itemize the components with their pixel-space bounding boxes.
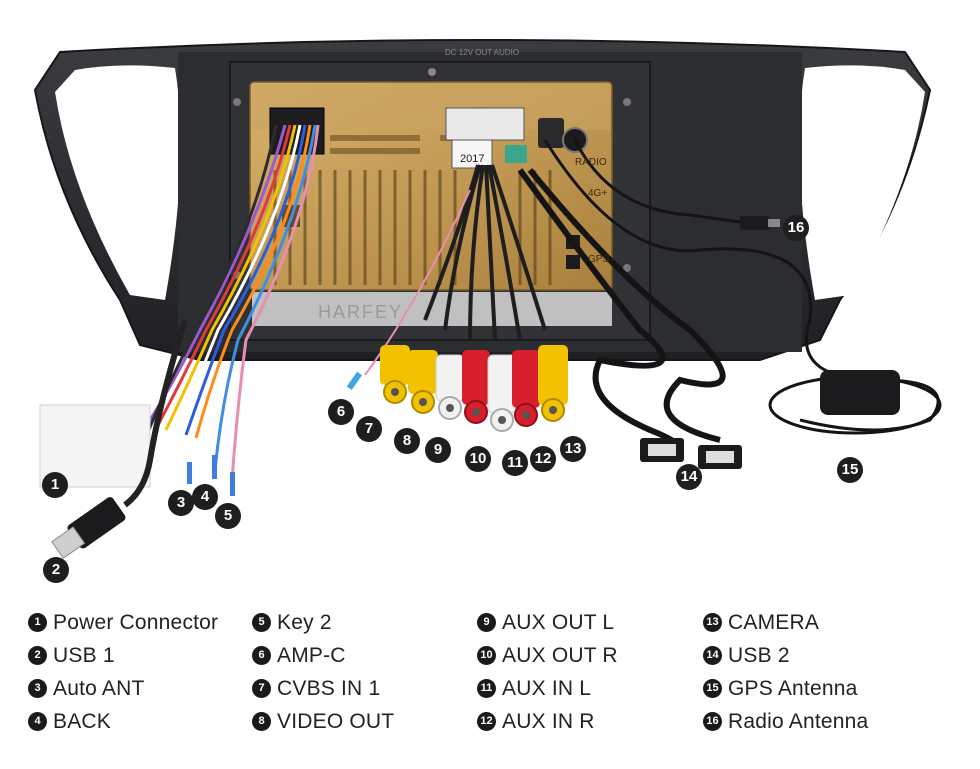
usb1-cable xyxy=(123,319,188,508)
callout-9: 9 xyxy=(425,437,451,463)
legend-item: 11 AUX IN L xyxy=(477,672,618,705)
legend-label: Key 2 xyxy=(277,610,332,634)
callout-4: 4 xyxy=(192,484,218,510)
amp-c-pin xyxy=(346,371,363,390)
callout-8: 8 xyxy=(394,428,420,454)
callout-10: 10 xyxy=(465,446,491,472)
usb2-socket-b-port xyxy=(706,451,734,463)
callout-6: 6 xyxy=(328,399,354,425)
callout-14: 14 xyxy=(676,464,702,490)
legend-number: 8 xyxy=(252,712,271,731)
legend-number: 9 xyxy=(477,613,496,632)
legend-label: CAMERA xyxy=(728,610,820,634)
legend-item: 9 AUX OUT L xyxy=(477,606,618,639)
back-pin xyxy=(212,455,217,479)
callout-2: 2 xyxy=(43,557,69,583)
chip-text: 2017 xyxy=(460,153,484,165)
radio-antenna xyxy=(573,139,780,230)
label-4g: 4G+ xyxy=(588,188,607,199)
legend-number: 10 xyxy=(477,646,496,665)
callout-12: 12 xyxy=(530,446,556,472)
legend-number: 7 xyxy=(252,679,271,698)
legend-col-2: 5 Key 2 6 AMP-C 7 CVBS IN 1 8 VIDEO OUT xyxy=(252,606,394,738)
legend-number: 5 xyxy=(252,613,271,632)
legend-label: GPS Antenna xyxy=(728,676,858,700)
gps-antenna xyxy=(543,139,942,435)
legend-label: CVBS IN 1 xyxy=(277,676,381,700)
legend-item: 2 USB 1 xyxy=(28,639,218,672)
legend-item: 10 AUX OUT R xyxy=(477,639,618,672)
legend-number: 11 xyxy=(477,679,496,698)
usb2-cables xyxy=(517,168,726,453)
legend-label: USB 2 xyxy=(728,643,790,667)
legend-label: Power Connector xyxy=(53,610,219,634)
legend-label: AMP-C xyxy=(277,643,346,667)
legend-col-3: 9 AUX OUT L 10 AUX OUT R 11 AUX IN L 12 AUX … xyxy=(477,606,618,738)
legend-item: 6 AMP-C xyxy=(252,639,394,672)
legend-number: 13 xyxy=(703,613,722,632)
product-photo: HARFEY 2017 RADIO 4G+ GPS DC 12V OUT AUD… xyxy=(33,39,942,559)
legend-number: 6 xyxy=(252,646,271,665)
callout-15: 15 xyxy=(837,457,863,483)
legend-item: 13 CAMERA xyxy=(703,606,868,639)
legend-item: 15 GPS Antenna xyxy=(703,672,868,705)
callout-16: 16 xyxy=(783,215,809,241)
legend-item: 3 Auto ANT xyxy=(28,672,218,705)
legend-number: 15 xyxy=(703,679,722,698)
callout-13: 13 xyxy=(560,436,586,462)
legend-number: 12 xyxy=(477,712,496,731)
callout-3: 3 xyxy=(168,490,194,516)
legend-item: 4 BACK xyxy=(28,705,218,738)
head-unit xyxy=(229,61,651,341)
legend-col-4: 13 CAMERA 14 USB 2 15 GPS Antenna 16 Radio A… xyxy=(703,606,868,738)
legend-label: AUX IN L xyxy=(502,676,592,700)
legend-label: AUX IN R xyxy=(502,709,595,733)
callout-5: 5 xyxy=(215,503,241,529)
legend-number: 1 xyxy=(28,613,47,632)
legend-label: USB 1 xyxy=(53,643,115,667)
legend-number: 3 xyxy=(28,679,47,698)
callout-1: 1 xyxy=(42,472,68,498)
legend-number: 14 xyxy=(703,646,722,665)
legend-number: 16 xyxy=(703,712,722,731)
label-radio: RADIO xyxy=(575,157,607,168)
callout-7: 7 xyxy=(356,416,382,442)
usb1-plug xyxy=(51,497,126,559)
auto-ant-pin xyxy=(187,462,192,484)
legend-label: BACK xyxy=(53,709,111,733)
legend-label: Radio Antenna xyxy=(728,709,869,733)
top-text: DC 12V OUT AUDIO xyxy=(445,48,519,57)
legend-item: 7 CVBS IN 1 xyxy=(252,672,394,705)
callout-11: 11 xyxy=(502,450,528,476)
legend-label: AUX OUT L xyxy=(502,610,615,634)
label-gps: GPS xyxy=(588,254,609,265)
legend-col-1: 1 Power Connector 2 USB 1 3 Auto ANT 4 BACK xyxy=(28,606,218,738)
legend-item: 8 VIDEO OUT xyxy=(252,705,394,738)
unit-brand: HARFEY xyxy=(318,302,403,322)
rca-connectors xyxy=(380,345,568,432)
legend-number: 2 xyxy=(28,646,47,665)
legend-item: 14 USB 2 xyxy=(703,639,868,672)
legend-item: 1 Power Connector xyxy=(28,606,218,639)
legend-label: Auto ANT xyxy=(53,676,145,700)
legend-item: 16 Radio Antenna xyxy=(703,705,868,738)
legend-label: AUX OUT R xyxy=(502,643,618,667)
key2-pin xyxy=(230,472,235,496)
rca-harness xyxy=(364,164,547,376)
legend-item: 12 AUX IN R xyxy=(477,705,618,738)
legend-label: VIDEO OUT xyxy=(277,709,395,733)
legend-item: 5 Key 2 xyxy=(252,606,394,639)
legend-number: 4 xyxy=(28,712,47,731)
usb2-socket-a-port xyxy=(648,444,676,456)
